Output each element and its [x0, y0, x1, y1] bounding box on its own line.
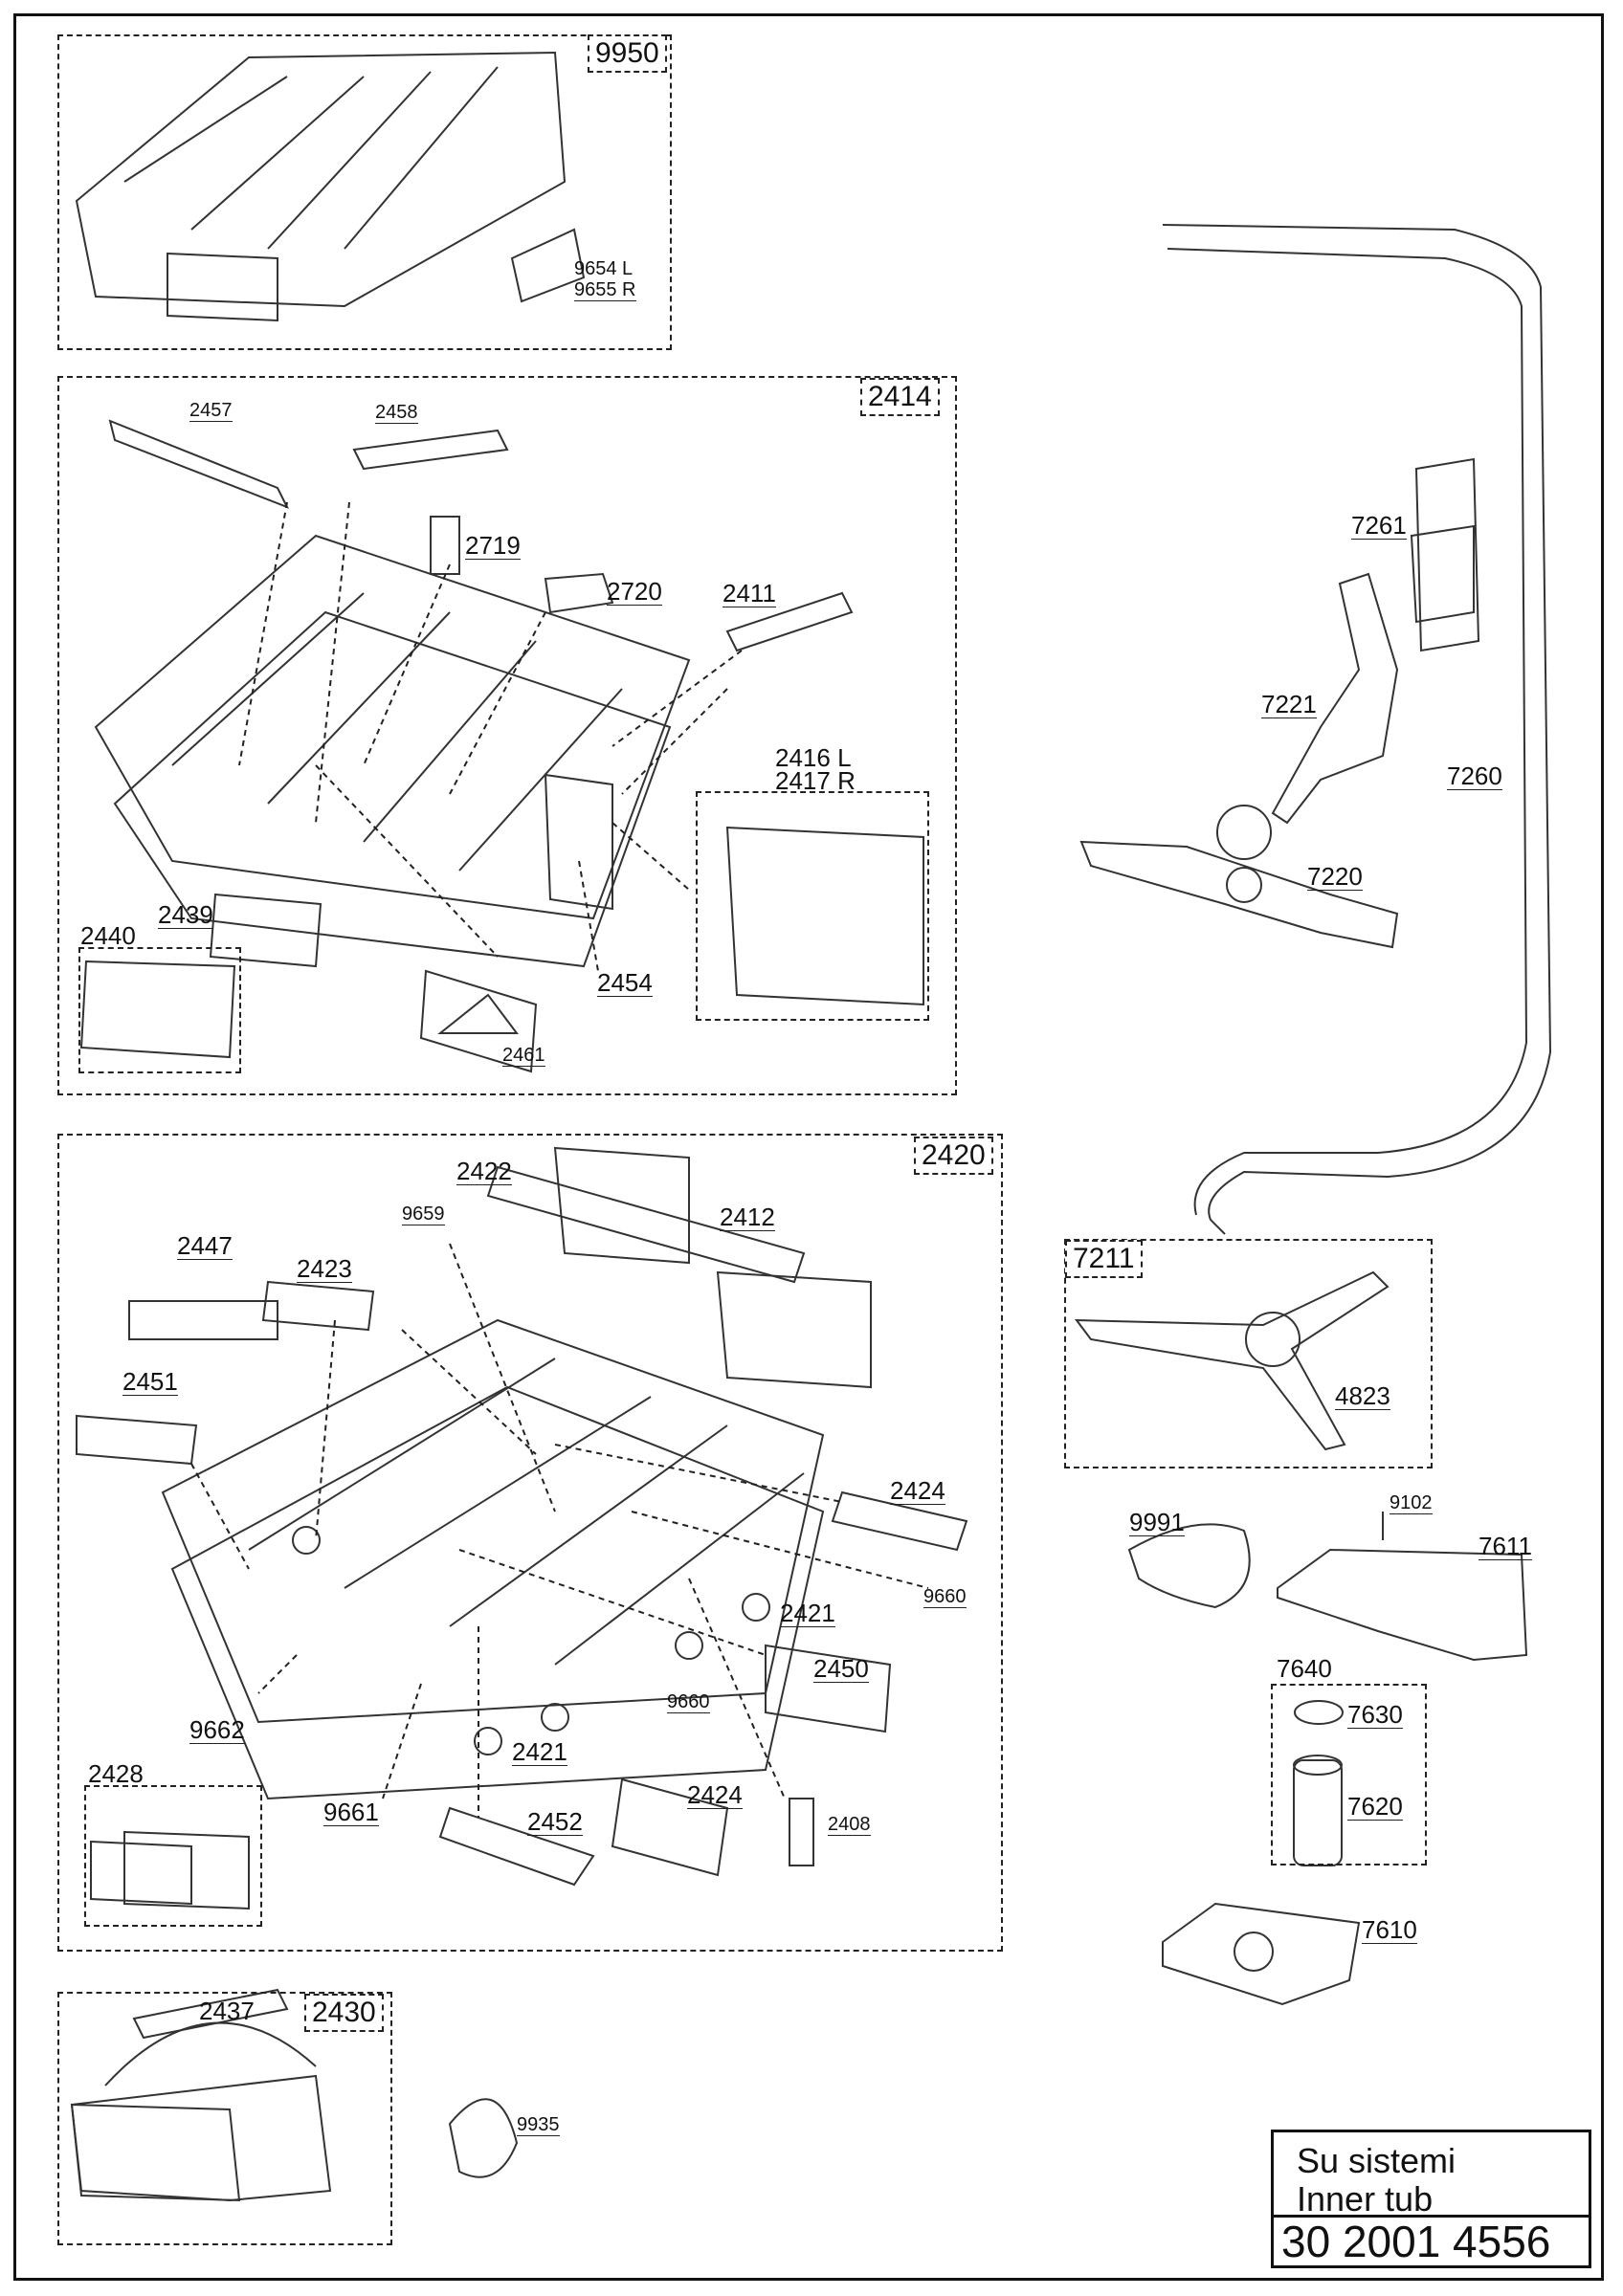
- part-label-2451: 2451: [122, 1367, 178, 1396]
- part-label-4823: 4823: [1335, 1381, 1390, 1410]
- part-9935-drawing: [448, 2098, 519, 2178]
- part-label-2423: 2423: [297, 1254, 352, 1283]
- part-label-7261: 7261: [1351, 511, 1407, 540]
- part-label-9102: 9102: [1390, 1492, 1433, 1514]
- part-label-2428: 2428: [88, 1759, 144, 1788]
- part-label-7640: 7640: [1277, 1654, 1332, 1683]
- cutlery-basket-drawing: [70, 1988, 332, 2202]
- part-label-2437: 2437: [199, 1997, 255, 2025]
- title-line-1: Su sistemi: [1297, 2141, 1456, 2180]
- group-box-9950: [57, 34, 672, 350]
- part-label-9991: 9991: [1129, 1508, 1185, 1536]
- part-label-9660-b: 9660: [667, 1691, 710, 1713]
- part-label-2440: 2440: [80, 921, 136, 950]
- drawing-number: 30 2001 4556: [1274, 2215, 1589, 2265]
- part-label-7610: 7610: [1362, 1915, 1417, 1944]
- part-label-7221: 7221: [1261, 690, 1317, 718]
- subgroup-box-7640: [1271, 1684, 1427, 1866]
- part-label-9661: 9661: [323, 1798, 379, 1826]
- part-label-2458: 2458: [375, 402, 418, 424]
- part-label-2450: 2450: [813, 1654, 869, 1683]
- subgroup-box-2428: [84, 1785, 262, 1927]
- part-label-2422: 2422: [456, 1157, 512, 1185]
- part-label-9660-a: 9660: [923, 1586, 967, 1608]
- part-label-9662: 9662: [189, 1715, 245, 1744]
- part-label-2408: 2408: [828, 1814, 871, 1836]
- part-label-2416: 2416 L: [775, 743, 852, 772]
- group-box-2420: [57, 1134, 1003, 1952]
- part-label-2461: 2461: [502, 1045, 545, 1067]
- group-id-2420: 2420: [914, 1137, 993, 1175]
- part-label-7220: 7220: [1307, 862, 1363, 891]
- part-label-9659: 9659: [402, 1203, 445, 1225]
- part-label-2412: 2412: [720, 1203, 775, 1231]
- part-label-2452: 2452: [527, 1807, 583, 1836]
- group-id-2414: 2414: [860, 378, 940, 416]
- part-label-2719: 2719: [465, 531, 521, 560]
- part-label-2454: 2454: [597, 968, 653, 997]
- part-label-7611: 7611: [1478, 1532, 1532, 1560]
- subgroup-box-2416: [696, 791, 929, 1021]
- part-label-9935: 9935: [517, 2114, 560, 2136]
- part-label-7620: 7620: [1347, 1792, 1403, 1821]
- inner-pipe-drawing: [1162, 224, 1552, 1235]
- upper-basket-drawing: [79, 419, 924, 1073]
- part-label-2447: 2447: [177, 1231, 233, 1260]
- part-label-2411: 2411: [723, 579, 776, 607]
- part-label-2421-b: 2421: [512, 1737, 567, 1766]
- title-block: Su sistemi Inner tub 30 2001 4556: [1271, 2130, 1591, 2268]
- part-label-7630: 7630: [1347, 1700, 1403, 1729]
- group-box-2414: [57, 376, 957, 1095]
- part-label-2720: 2720: [607, 577, 662, 606]
- cutlery-tray-drawing: [75, 51, 586, 322]
- lower-basket-drawing: [76, 1146, 968, 1910]
- part-label-7260: 7260: [1447, 762, 1502, 790]
- title-line-2: Inner tub: [1297, 2179, 1434, 2219]
- group-id-9950: 9950: [588, 34, 667, 73]
- part-label-2424-b: 2424: [687, 1780, 743, 1809]
- part-label-2417: 2417 R: [775, 766, 856, 795]
- part-label-2457: 2457: [189, 400, 233, 422]
- part-label-2421-a: 2421: [780, 1599, 835, 1627]
- part-label-2424-a: 2424: [890, 1476, 945, 1505]
- part-label-2439: 2439: [158, 900, 213, 929]
- group-id-2430: 2430: [304, 1994, 384, 2032]
- subgroup-box-2440: [78, 947, 241, 1073]
- group-box-2430: [57, 1992, 392, 2245]
- group-box-7211: [1064, 1239, 1433, 1468]
- group-id-7211: 7211: [1065, 1240, 1143, 1278]
- part-label-9655: 9655 R: [574, 279, 636, 301]
- drawing-frame: [13, 13, 1604, 2281]
- part-label-9654: 9654 L: [574, 258, 634, 279]
